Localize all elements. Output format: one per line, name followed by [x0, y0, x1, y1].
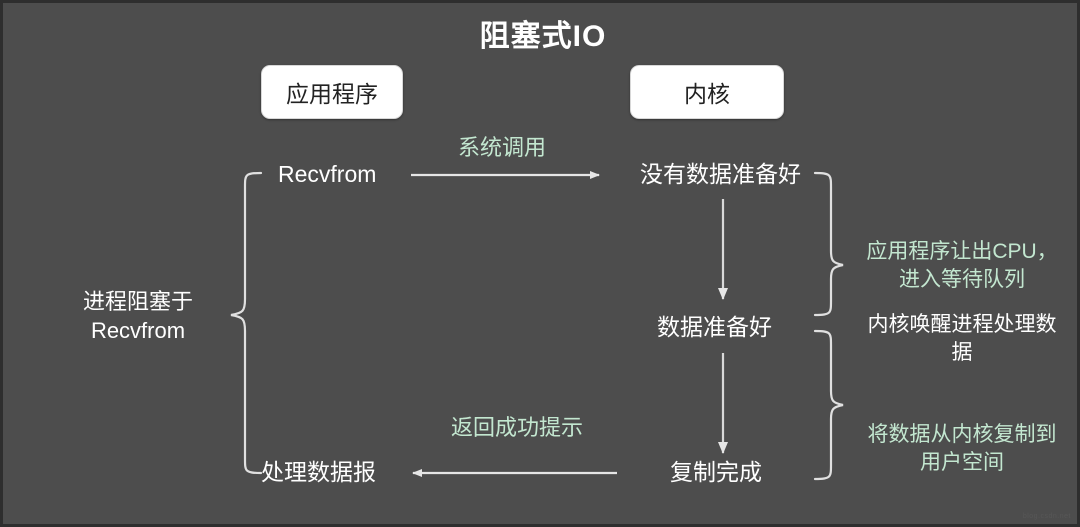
annotation-yield-cpu-line2: 进入等待队列 — [899, 268, 1025, 292]
node-data-ready: 数据准备好 — [657, 314, 772, 340]
annotation-kernel-wake-line2: 据 — [951, 341, 973, 365]
watermark: blog.csdn.net — [1022, 513, 1071, 520]
left-curly-brace — [230, 171, 263, 475]
arrow-label-return-success: 返回成功提示 — [451, 415, 584, 440]
box-kernel-label: 内核 — [684, 81, 730, 107]
right-curly-brace-bottom — [813, 329, 844, 481]
box-application-label: 应用程序 — [286, 81, 378, 107]
annotation-kernel-wake: 内核唤醒进程处理数 据 — [848, 311, 1076, 368]
box-application: 应用程序 — [261, 65, 403, 119]
box-kernel: 内核 — [630, 65, 784, 119]
left-bracket-label: 进程阻塞于 Recvfrom — [63, 288, 213, 345]
node-handle-datagram: 处理数据报 — [261, 459, 376, 485]
page-title: 阻塞式IO — [479, 20, 607, 53]
annotation-copy-to-user: 将数据从内核复制到 用户空间 — [848, 421, 1076, 478]
node-recvfrom: Recvfrom — [278, 161, 377, 187]
arrow-label-syscall: 系统调用 — [458, 135, 547, 160]
node-no-data-ready: 没有数据准备好 — [640, 161, 801, 187]
annotation-copy-to-user-line1: 将数据从内核复制到 — [867, 423, 1057, 446]
annotation-yield-cpu: 应用程序让出CPU， 进入等待队列 — [848, 238, 1076, 295]
left-bracket-label-line1: 进程阻塞于 — [82, 289, 193, 314]
annotation-kernel-wake-line1: 内核唤醒进程处理数 — [867, 313, 1057, 336]
annotation-copy-to-user-line2: 用户空间 — [920, 451, 1004, 475]
node-copy-done: 复制完成 — [670, 459, 762, 485]
left-bracket-label-line2: Recvfrom — [90, 317, 186, 343]
annotation-yield-cpu-line1: 应用程序让出CPU， — [866, 240, 1058, 263]
right-curly-brace-top — [813, 171, 844, 317]
